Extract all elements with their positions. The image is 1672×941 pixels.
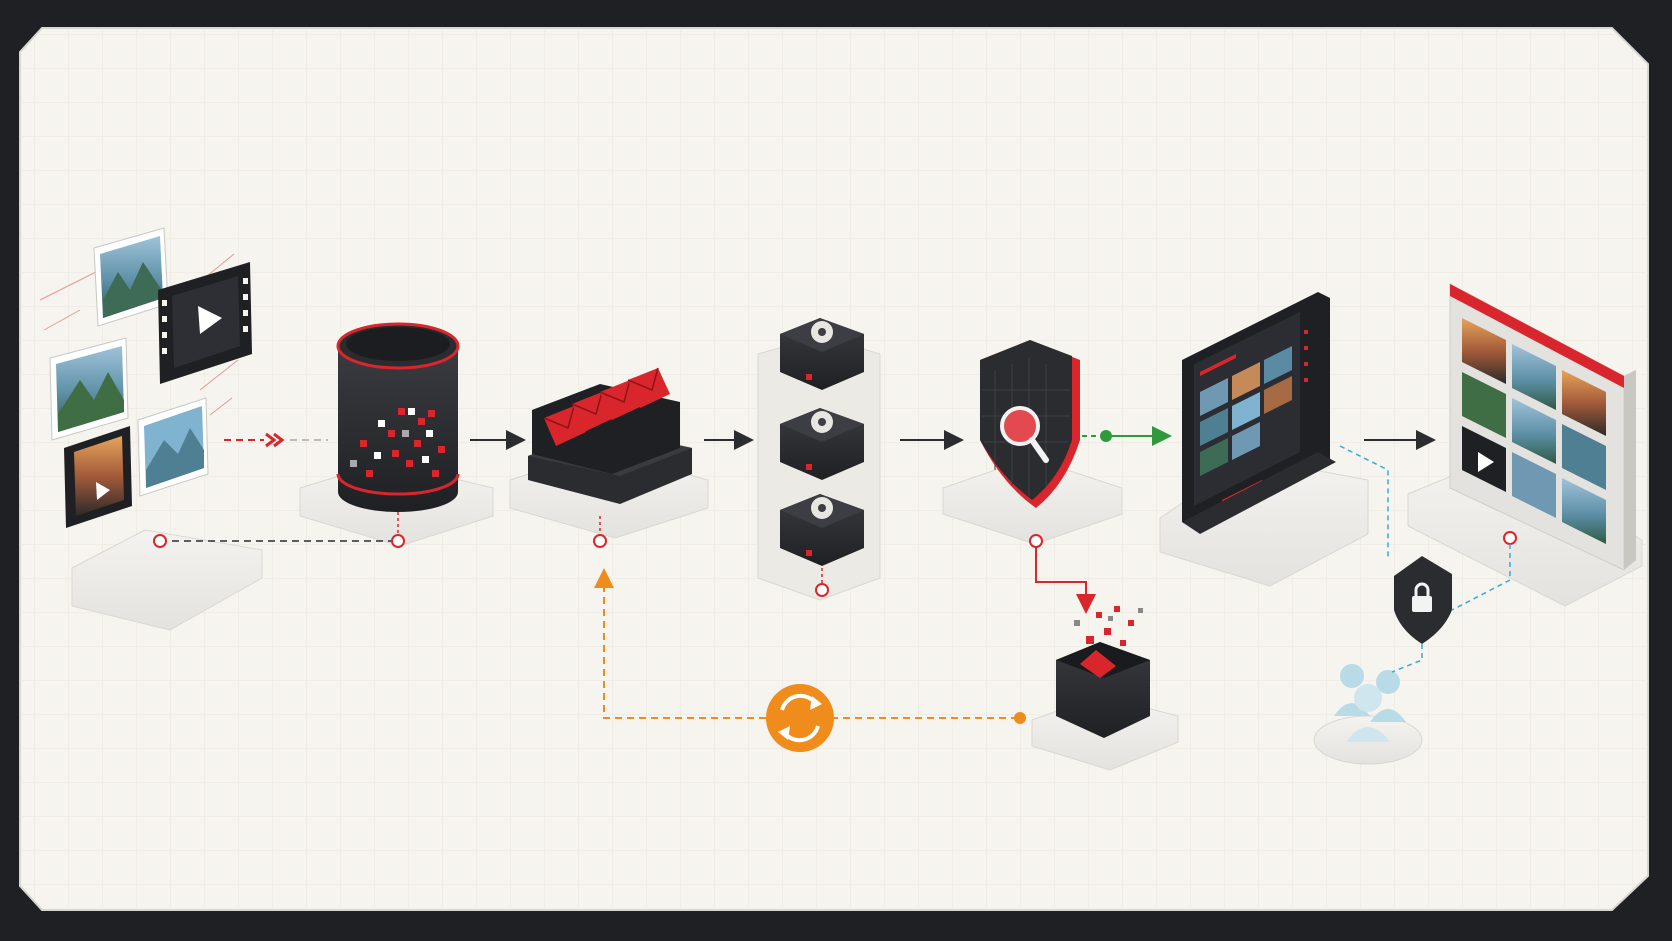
message-queue [528, 367, 692, 504]
data-blocks [350, 408, 445, 477]
connectors [153, 426, 1517, 724]
edge-access-to-gallery [1451, 544, 1511, 611]
quarantine-bin [1056, 606, 1150, 738]
magnifier-icon [1000, 406, 1040, 446]
gear-server-2 [780, 408, 864, 480]
edge-retry-to-queue [594, 568, 766, 719]
storage-cylinder [336, 322, 460, 512]
retry-loop [766, 684, 834, 752]
access-control [1394, 556, 1452, 644]
video-card-1 [158, 262, 252, 384]
monitoring-dashboard [1182, 292, 1336, 534]
edge-scan-to-quarantine [1035, 547, 1096, 614]
envelope-icons [543, 367, 670, 446]
play-icon [96, 482, 110, 500]
photo-card-3 [137, 397, 209, 497]
user-group [1334, 664, 1406, 742]
padlock-icon [1412, 596, 1432, 612]
media-sources [39, 227, 252, 528]
gear-server-1 [780, 318, 864, 390]
gallery-thumbnails [1462, 318, 1606, 544]
dashboard-thumbnails [1200, 346, 1292, 476]
media-gallery [1449, 283, 1636, 571]
edge-access-to-users [1391, 644, 1423, 673]
play-icon [198, 306, 222, 334]
photo-card-2 [49, 337, 129, 441]
gear-server-3 [780, 494, 864, 566]
security-scan [980, 340, 1080, 508]
processing-workers [780, 318, 864, 566]
play-icon [1478, 452, 1494, 472]
video-card-2 [64, 426, 132, 528]
